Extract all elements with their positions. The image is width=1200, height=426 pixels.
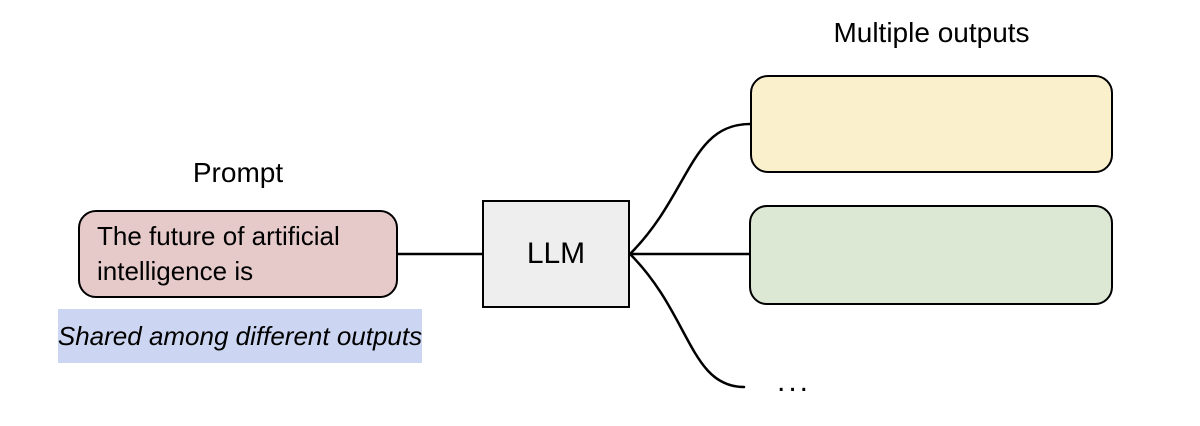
prompt-box: The future of artificial intelligence is <box>78 210 398 298</box>
multiple-outputs-label: Multiple outputs <box>833 17 1030 48</box>
prompt-text-line-2: intelligence is <box>97 256 254 286</box>
output-box-green <box>749 205 1113 305</box>
shared-note: Shared among different outputs <box>58 309 422 363</box>
prompt-text-line-1: The future of artificial <box>97 221 340 251</box>
output-box-yellow <box>750 75 1113 173</box>
llm-box: LLM <box>482 200 630 308</box>
llm-to-output1-curve <box>628 122 752 256</box>
prompt-label: Prompt <box>192 157 284 188</box>
llm-to-ellipsis-curve <box>628 252 746 389</box>
more-outputs-ellipsis: ... <box>777 365 812 398</box>
